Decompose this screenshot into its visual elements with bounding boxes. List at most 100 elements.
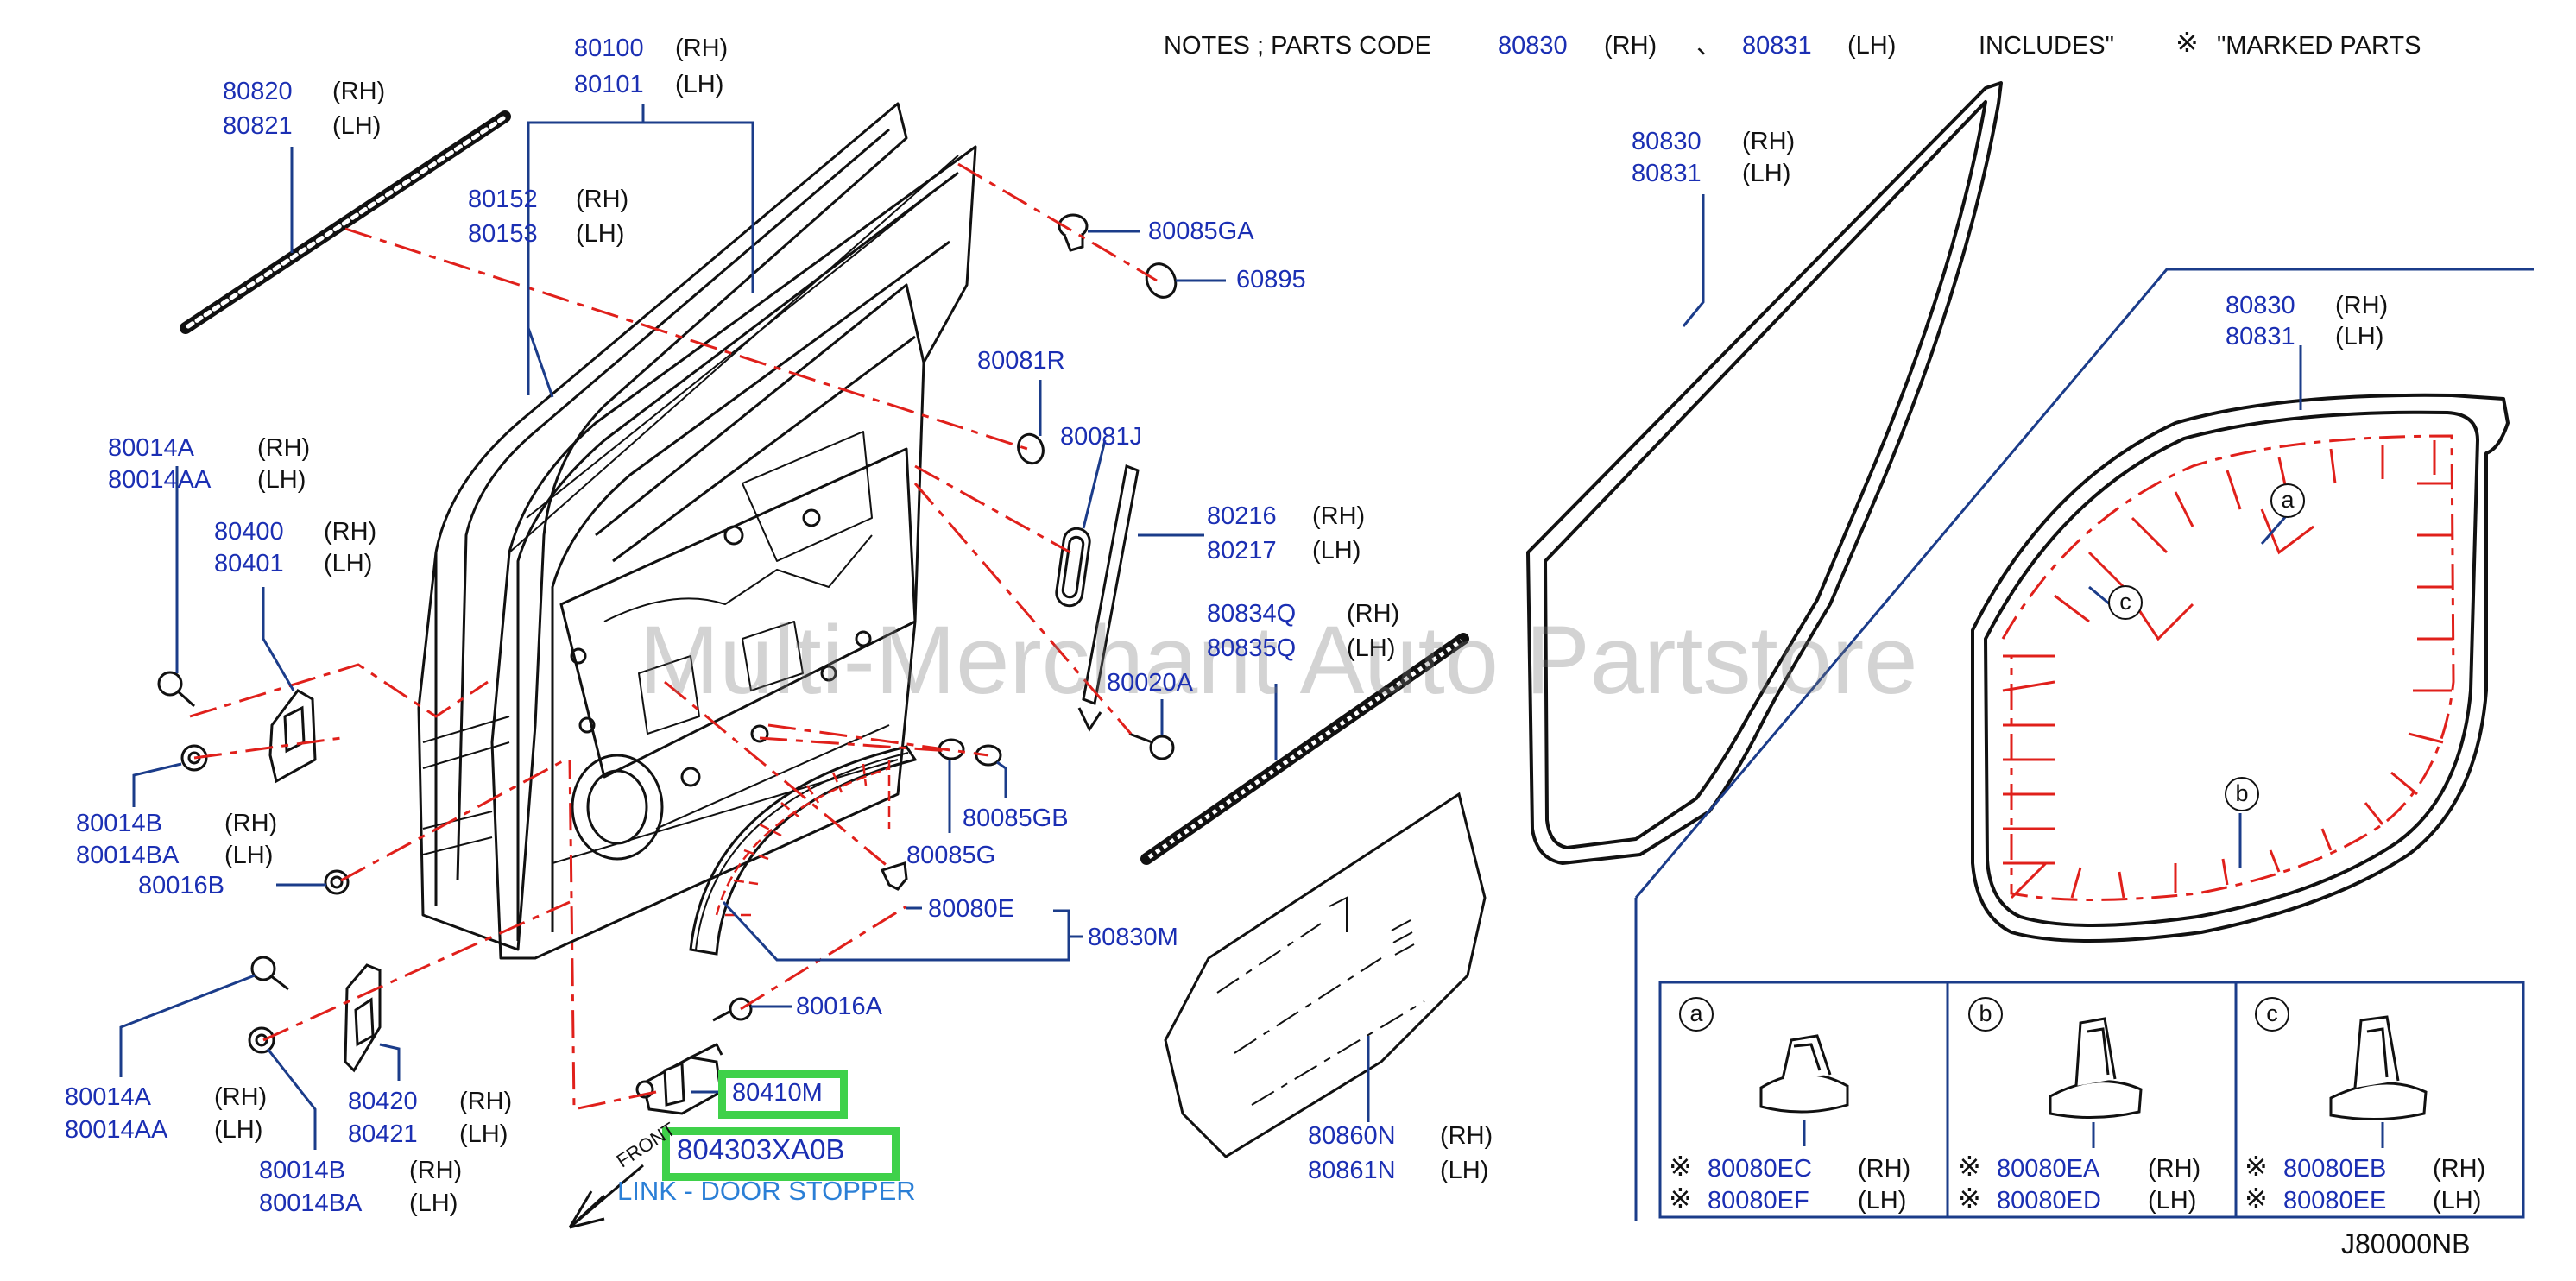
part-code-80861N[interactable]: 80861N (1308, 1157, 1396, 1184)
part-code-80830-detail[interactable]: 80830 (2226, 292, 2295, 319)
part-code-80081J[interactable]: 80081J (1060, 423, 1143, 451)
highlight-box-80410M (718, 1070, 848, 1119)
callout-c: c (2108, 585, 2143, 620)
part-code-80014A-top[interactable]: 80014A (108, 434, 194, 462)
detail-b-mark-lh: ※ (1958, 1183, 1981, 1214)
detail-b-rh: (RH) (2148, 1155, 2201, 1183)
door-weatherstrip-drawing (1526, 81, 2003, 865)
detail-c-code-lh[interactable]: 80080EE (2283, 1187, 2387, 1215)
part-side-80830-detail: (RH) (2335, 292, 2389, 319)
part-code-80014B-bottom[interactable]: 80014B (259, 1157, 345, 1184)
detail-c-rh: (RH) (2433, 1155, 2486, 1183)
part-code-60895[interactable]: 60895 (1236, 266, 1306, 293)
part-code-80835Q[interactable]: 80835Q (1207, 634, 1297, 662)
arch-seal-80830M-drawing (689, 745, 918, 956)
detail-letter-a: a (1679, 997, 1714, 1032)
part-side-80014BA-top: (LH) (224, 842, 274, 869)
part-side-80014B-top: (RH) (224, 810, 278, 837)
part-code-80153[interactable]: 80153 (468, 220, 538, 248)
part-code-80016B[interactable]: 80016B (138, 872, 224, 899)
assembly-lines (189, 162, 1158, 1111)
part-side-80153: (LH) (576, 220, 625, 248)
part-side-80421: (LH) (459, 1120, 508, 1148)
detail-a-mark-lh: ※ (1669, 1183, 1692, 1214)
part-side-80014AA-top: (LH) (257, 466, 306, 494)
detail-letter-b: b (1968, 997, 2003, 1032)
detail-c-code-rh[interactable]: 80080EB (2283, 1155, 2387, 1183)
part-side-80014A-bottom: (RH) (214, 1083, 268, 1111)
detail-boxes-frame (1658, 981, 2525, 1219)
detail-a-code-rh[interactable]: 80080EC (1708, 1155, 1812, 1183)
watermark: Multi-Merchant Auto Partstore (639, 606, 1918, 714)
part-code-80420[interactable]: 80420 (348, 1088, 418, 1115)
part-code-80830-main[interactable]: 80830 (1632, 128, 1702, 155)
part-code-80014BA-top[interactable]: 80014BA (76, 842, 180, 869)
part-code-80014A-bottom[interactable]: 80014A (65, 1083, 151, 1111)
sealing-screen-drawing (1164, 792, 1487, 1158)
detail-a-mark-rh: ※ (1669, 1151, 1692, 1182)
part-description: LINK - DOOR STOPPER (617, 1176, 916, 1206)
part-code-80080E[interactable]: 80080E (928, 895, 1014, 923)
notes-code-lh[interactable]: 80831 (1742, 32, 1812, 60)
part-code-80085G[interactable]: 80085G (906, 842, 996, 869)
detail-a-code-lh[interactable]: 80080EF (1708, 1187, 1809, 1215)
notes-prefix: NOTES ; PARTS CODE (1164, 32, 1431, 60)
part-code-80834Q[interactable]: 80834Q (1207, 600, 1297, 628)
part-side-80831-detail: (LH) (2335, 323, 2384, 350)
part-side-80830-main: (RH) (1742, 128, 1796, 155)
part-side-80835Q: (LH) (1347, 634, 1396, 662)
part-side-80217: (LH) (1312, 537, 1361, 565)
part-code-80217[interactable]: 80217 (1207, 537, 1277, 565)
part-code-80401[interactable]: 80401 (214, 550, 284, 577)
clip-icon-c (2329, 1015, 2428, 1121)
part-side-80216: (RH) (1312, 502, 1366, 530)
notes-code-rh[interactable]: 80830 (1498, 32, 1568, 60)
detail-weatherstrip-red-clips (2001, 434, 2455, 901)
part-code-80820[interactable]: 80820 (223, 78, 293, 105)
part-code-80410M[interactable]: 80410M (732, 1079, 823, 1107)
door-stopper-drawing (635, 1042, 723, 1115)
part-code-80216[interactable]: 80216 (1207, 502, 1277, 530)
detail-a-rh: (RH) (1858, 1155, 1911, 1183)
part-code-80860N[interactable]: 80860N (1308, 1122, 1396, 1150)
part-side-80820: (RH) (332, 78, 386, 105)
detail-weatherstrip-drawing (1971, 393, 2510, 943)
part-code-80081R[interactable]: 80081R (977, 347, 1065, 375)
part-code-80014B-top[interactable]: 80014B (76, 810, 162, 837)
detail-b-code-lh[interactable]: 80080ED (1997, 1187, 2101, 1215)
highlight-box-804303XA0B (662, 1127, 900, 1181)
part-code-804303XA0B[interactable]: 804303XA0B (677, 1133, 845, 1165)
notes-includes: INCLUDES" (1979, 32, 2114, 60)
part-code-80400[interactable]: 80400 (214, 518, 284, 546)
part-code-80421[interactable]: 80421 (348, 1120, 418, 1148)
part-side-80152: (RH) (576, 186, 629, 213)
part-code-80085GA[interactable]: 80085GA (1148, 218, 1254, 245)
part-code-80831-detail[interactable]: 80831 (2226, 323, 2295, 350)
detail-b-code-rh[interactable]: 80080EA (1997, 1155, 2100, 1183)
part-side-80014AA-bottom: (LH) (214, 1116, 263, 1144)
part-side-80861N: (LH) (1440, 1157, 1489, 1184)
part-code-80016A[interactable]: 80016A (796, 993, 882, 1020)
detail-b-mark-rh: ※ (1958, 1151, 1981, 1182)
part-code-80014AA-top[interactable]: 80014AA (108, 466, 212, 494)
belt-weatherstrip-drawing (1140, 633, 1469, 865)
part-code-80014BA-bottom[interactable]: 80014BA (259, 1190, 363, 1217)
part-code-80085GB[interactable]: 80085GB (963, 805, 1069, 832)
detail-a-lh: (LH) (1858, 1187, 1907, 1215)
part-code-80831-main[interactable]: 80831 (1632, 160, 1702, 187)
part-code-80014AA-bottom[interactable]: 80014AA (65, 1116, 168, 1144)
detail-letter-c: c (2255, 997, 2289, 1032)
part-code-80152[interactable]: 80152 (468, 186, 538, 213)
part-side-80014A-top: (RH) (257, 434, 311, 462)
part-side-80400: (RH) (324, 518, 377, 546)
part-code-80101[interactable]: 80101 (574, 71, 644, 98)
callout-b: b (2225, 777, 2259, 811)
detail-c-mark-lh: ※ (2245, 1183, 2268, 1214)
part-code-80100[interactable]: 80100 (574, 35, 644, 62)
notes-rh: (RH) (1604, 32, 1657, 60)
part-code-80830M[interactable]: 80830M (1088, 924, 1178, 951)
part-code-80821[interactable]: 80821 (223, 112, 293, 140)
part-code-80020A[interactable]: 80020A (1107, 669, 1193, 697)
front-arrow (568, 1164, 644, 1229)
